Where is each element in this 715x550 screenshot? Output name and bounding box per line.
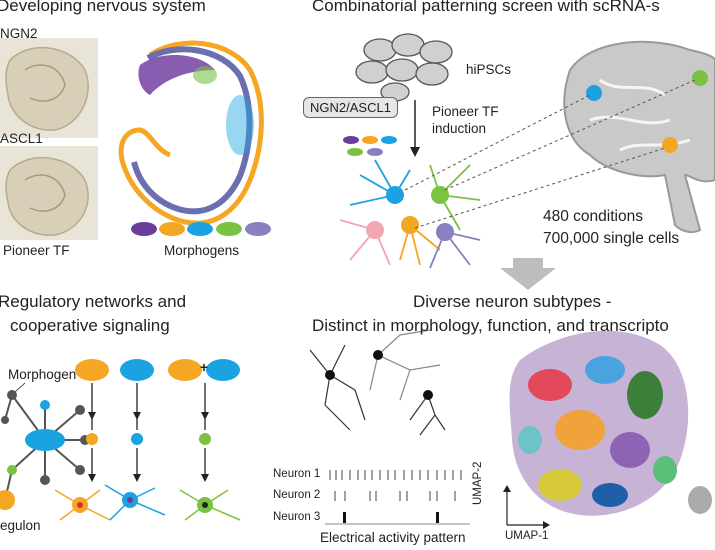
umap-y-label: UMAP-2 [472,461,484,505]
morphogen-ovals [131,222,271,236]
brain-outline [563,40,715,234]
panel-title-regulatory-1: Regulatory networks and [0,292,187,311]
label-morphogen: Morphogen [8,367,77,382]
label-pioneer-tf: Pioneer TF [432,104,499,119]
stat-conditions: 480 conditions [543,208,643,225]
hipsc-cluster [355,33,453,102]
embryo-label-ascl1: ASCL1 [0,131,43,146]
embryo-photo-ngn2 [0,38,98,138]
spike-trains [325,470,470,525]
panel-title-nervous-system: Developing nervous system [0,0,206,15]
regulon-network [0,382,90,510]
caption-electrical-activity: Electrical activity pattern [320,530,466,545]
label-hipscs: hiPSCs [466,62,512,77]
panel-title-regulatory-2: cooperative signaling [10,316,170,335]
label-induction: induction [432,121,487,136]
neuron-label-2: Neuron 2 [273,489,321,501]
panel-title-diverse-2: Distinct in morphology, function, and tr… [312,316,669,335]
umap-plot [503,330,712,529]
neuron-label-1: Neuron 1 [273,468,321,480]
label-regulon: egulon [0,518,41,533]
signaling-columns [54,359,241,521]
stat-cells: 700,000 single cells [543,230,680,247]
plus-sign: + [200,360,208,375]
embryo-schematic [118,40,264,226]
panel-title-diverse-1: Diverse neuron subtypes - [413,292,612,311]
embryo-label-ngn2: NGN2 [0,26,38,41]
caption-pioneer-tf: Pioneer TF [3,243,70,258]
panel-title-screen: Combinatorial patterning screen with scR… [312,0,660,15]
down-arrow [500,258,556,290]
caption-morphogens: Morphogens [164,243,240,258]
neuron-label-3: Neuron 3 [273,511,321,523]
neuron-cluster [339,159,481,269]
neuron-morphologies [309,329,446,436]
tf-box: NGN2/ASCL1 [303,97,398,118]
umap-x-label: UMAP-1 [505,530,549,542]
embryo-photo-ascl1 [0,146,98,240]
